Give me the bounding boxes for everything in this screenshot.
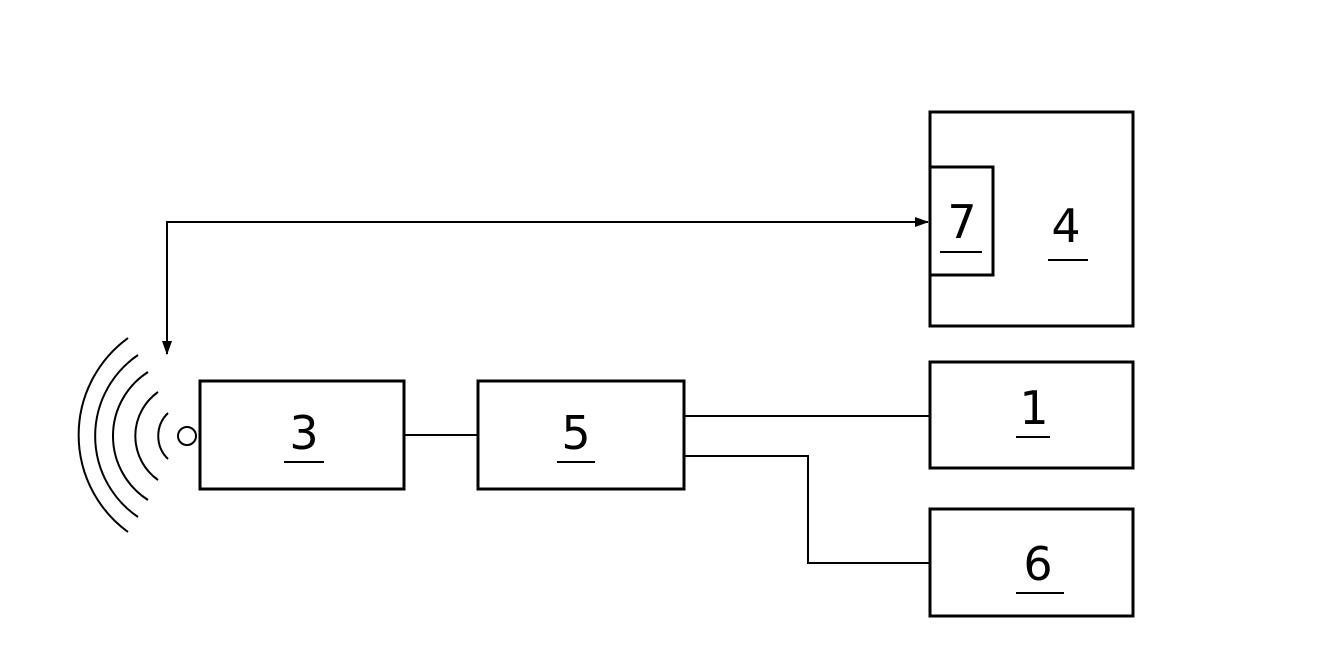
block-4-label: 4 [1051,199,1080,253]
block-7: 7 [930,167,993,275]
block-3-label: 3 [289,406,318,460]
block-6: 6 [930,509,1133,616]
antenna-node [178,427,196,445]
block-6-label: 6 [1023,537,1052,591]
block-5: 5 [478,381,684,489]
block-3: 3 [200,381,404,489]
wireless-link-to-7 [167,222,928,352]
radio-wave-3 [113,372,148,500]
block-7-label: 7 [947,195,976,249]
radio-wave-4 [95,355,138,517]
radio-wave-2 [135,392,158,480]
antenna-icon [79,338,196,532]
block-1-label: 1 [1019,381,1048,435]
wire-5-to-6 [684,456,930,563]
radio-wave-1 [158,413,168,459]
block-5-label: 5 [561,406,590,460]
block-1: 1 [930,362,1133,468]
